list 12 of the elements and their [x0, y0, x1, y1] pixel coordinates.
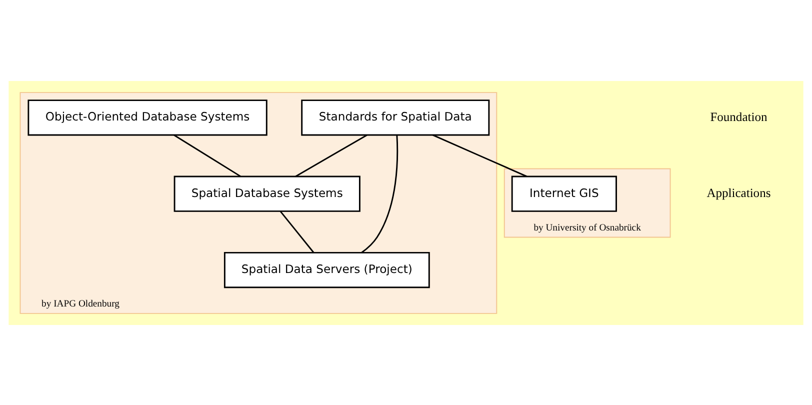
node-box: Spatial Database Systems [174, 175, 360, 212]
connector [432, 134, 528, 177]
connector [280, 210, 314, 253]
node-box: Internet GIS [511, 175, 617, 212]
connector [361, 134, 398, 253]
node-box: Standards for Spatial Data [301, 99, 490, 136]
node-box: Object-Oriented Database Systems [28, 99, 268, 136]
connector [174, 134, 242, 177]
label: Applications [706, 186, 771, 200]
node-box: Spatial Data Servers (Project) [224, 251, 430, 288]
label: Foundation [710, 109, 768, 124]
connector [295, 134, 368, 177]
